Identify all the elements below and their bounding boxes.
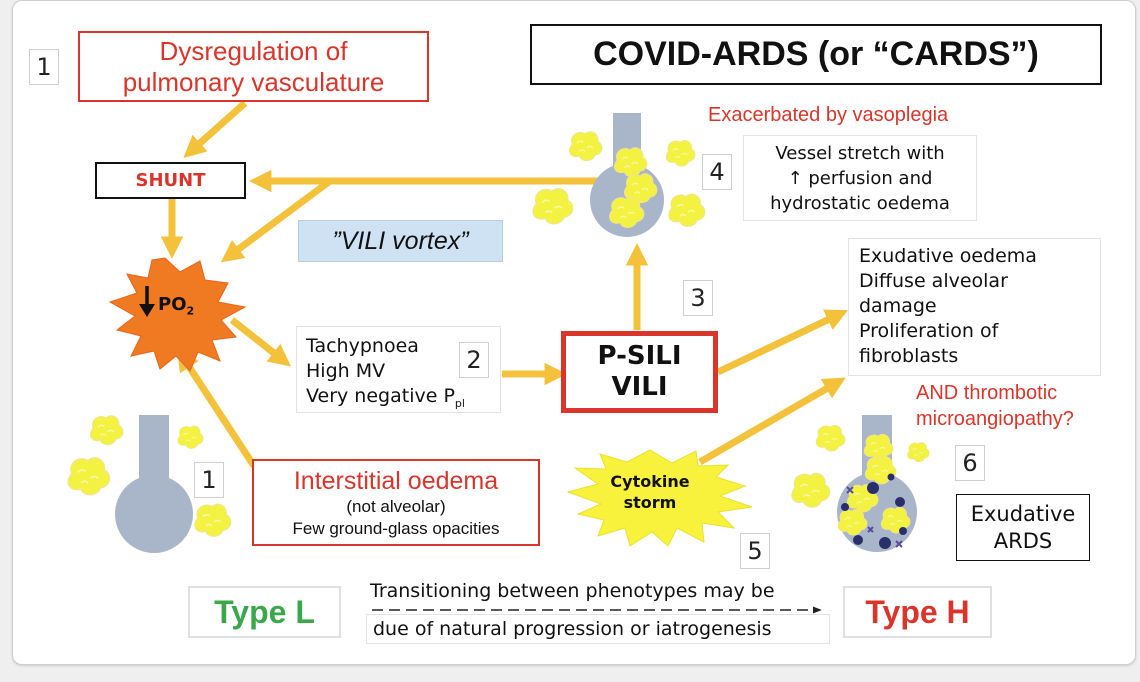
arrow-interstitial-to-po2 [177, 348, 257, 468]
step-number-4: 4 [702, 154, 732, 190]
interstitial-line1: Interstitial oedema [293, 467, 499, 495]
exudative-line2: Diffuse alveolar [859, 270, 1008, 292]
dysregulation-line1: Dysregulation of [159, 36, 348, 66]
vessel-line2: ↑ perfusion and [787, 168, 933, 189]
shunt-label: SHUNT [135, 170, 206, 191]
thrombotic-text: AND thrombotic microangiopathy? [916, 380, 1074, 432]
shunt-box: SHUNT [95, 162, 246, 199]
tachy-line1: Tachypnoea [306, 335, 419, 357]
psili-vili-box: P-SILI VILI [561, 331, 718, 413]
type-h-box: Type H [843, 586, 992, 638]
po2-label: PO2 [158, 294, 194, 318]
thrombotic-line1: AND thrombotic [916, 382, 1058, 404]
step-number-1b: 1 [194, 462, 224, 498]
po2-subscript: 2 [186, 304, 195, 318]
tachy-subscript: pl [454, 396, 465, 410]
platelet-markers-icon [846, 486, 903, 548]
cytokine-line1: Cytokine [610, 472, 690, 491]
type-l-label: Type L [214, 593, 315, 630]
star-burst-icon [108, 257, 247, 372]
exacerbated-text: Exacerbated by vasoplegia [708, 104, 949, 126]
tachy-line2: High MV [306, 360, 386, 382]
cell-markers-icon [841, 473, 907, 549]
thrombotic-line2: microangiopathy? [916, 408, 1074, 430]
vessel-line1: Vessel stretch with [775, 143, 945, 164]
psili-line1: P-SILI [597, 341, 682, 371]
dysregulation-box: Dysregulation of pulmonary vasculature [78, 31, 429, 102]
type-l-box: Type L [188, 586, 341, 638]
transition-line1: Transitioning between phenotypes may be [370, 580, 775, 602]
arrow-po2-to-tachy [229, 317, 292, 367]
arrows [160, 100, 849, 468]
vessel-icon [115, 415, 193, 553]
exudative-line5: fibroblasts [859, 345, 959, 367]
down-arrow-icon [139, 286, 155, 317]
diagram-title: COVID-ARDS (or “CARDS”) [530, 24, 1102, 85]
transition-line2-box: due of natural progression or iatrogenes… [366, 614, 830, 644]
exudative-outcomes-box: Exudative oedema Diffuse alveolar damage… [848, 238, 1101, 376]
exudative-line4: Proliferation of [859, 320, 999, 342]
interstitial-oedema-box: Interstitial oedema (not alveolar) Few g… [252, 459, 540, 546]
vessel-line3: hydrostatic oedema [770, 193, 950, 214]
arrow-psili-to-exudative [716, 309, 849, 376]
star-burst-icon [566, 449, 753, 547]
vili-vortex-box: ”VILI vortex” [298, 220, 503, 262]
arrow-cytokine-to-thrombotic [698, 377, 846, 466]
ards-line1: Exudative [970, 501, 1076, 526]
interstitial-line3: Few ground-glass opacities [292, 519, 500, 538]
step-number-6: 6 [955, 445, 985, 481]
po2-text: PO [158, 294, 187, 315]
title-text: COVID-ARDS (or “CARDS”) [593, 35, 1039, 73]
tachy-line3: Very negative Ppl [306, 384, 500, 416]
exudative-ards-box: Exudative ARDS [956, 494, 1090, 561]
ards-line2: ARDS [993, 528, 1053, 553]
vili-vortex-label: ”VILI vortex” [332, 226, 469, 255]
step-number-1: 1 [29, 49, 59, 85]
dysregulation-line2: pulmonary vasculature [122, 67, 385, 97]
cytokine-storm-label: Cytokine storm [590, 469, 710, 515]
step-number-2: 2 [459, 342, 489, 378]
step-number-5: 5 [740, 533, 770, 569]
step-number-3: 3 [683, 280, 713, 316]
arrow-dysreg-to-shunt [183, 100, 248, 158]
exudative-line1: Exudative oedema [859, 245, 1037, 267]
arrow-vortex-to-po2 [220, 178, 333, 263]
interstitial-line2: (not alveolar) [346, 497, 446, 516]
psili-line2: VILI [611, 372, 668, 402]
transition-line2: due of natural progression or iatrogenes… [373, 618, 772, 640]
cytokine-line2: storm [623, 493, 677, 512]
tachy-line3-text: Very negative P [306, 385, 455, 407]
type-h-label: Type H [865, 593, 970, 630]
vessel-stretch-box: Vessel stretch with ↑ perfusion and hydr… [743, 135, 977, 221]
exudative-line3: damage [859, 295, 937, 317]
